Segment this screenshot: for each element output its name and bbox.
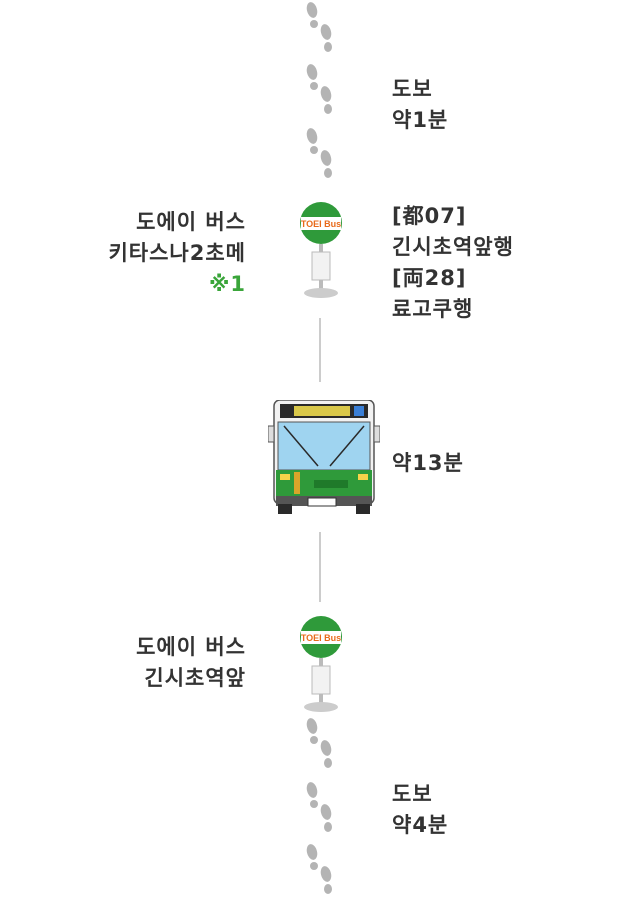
route-line [319, 532, 321, 602]
route-code: [都07] [392, 204, 467, 228]
bus-stop-icon: TOEI Bus [300, 616, 342, 712]
svg-text:TOEI Bus: TOEI Bus [301, 633, 341, 643]
footprints-icon [300, 62, 342, 118]
stop1-routes: [都07] 긴시초역앞행 [両28] 료고쿠행 [392, 201, 514, 325]
route-line [319, 318, 321, 382]
stop1-name: 도에이 버스 키타스나2초메 ※1 [108, 207, 246, 300]
walk1-mode: 도보 [392, 77, 433, 101]
stop1-station: 키타스나2초메 [108, 241, 246, 265]
walk1-label: 도보 약1분 [392, 74, 448, 136]
footprints-icon [300, 126, 342, 182]
stop1-operator: 도에이 버스 [136, 210, 246, 234]
footprints-icon [300, 716, 342, 772]
footprints-icon [300, 842, 342, 898]
stop2-station: 긴시초역앞 [144, 666, 246, 690]
stop1-note: ※1 [208, 272, 246, 296]
stop2-operator: 도에이 버스 [136, 635, 246, 659]
svg-text:TOEI Bus: TOEI Bus [301, 219, 341, 229]
route-code: [両28] [392, 266, 467, 290]
footprints-icon [300, 780, 342, 836]
stop2-name: 도에이 버스 긴시초역앞 [136, 632, 246, 694]
ride-duration: 약13분 [392, 451, 464, 475]
route-destination: 료고쿠행 [392, 297, 474, 321]
bus-icon [268, 400, 380, 514]
walk2-mode: 도보 [392, 782, 433, 806]
route-destination: 긴시초역앞행 [392, 235, 514, 259]
footprints-icon [300, 0, 342, 56]
walk1-duration: 약1분 [392, 108, 449, 132]
bus-stop-icon: TOEI Bus [300, 202, 342, 298]
walk2-duration: 약4분 [392, 813, 449, 837]
walk2-label: 도보 약4분 [392, 779, 448, 841]
